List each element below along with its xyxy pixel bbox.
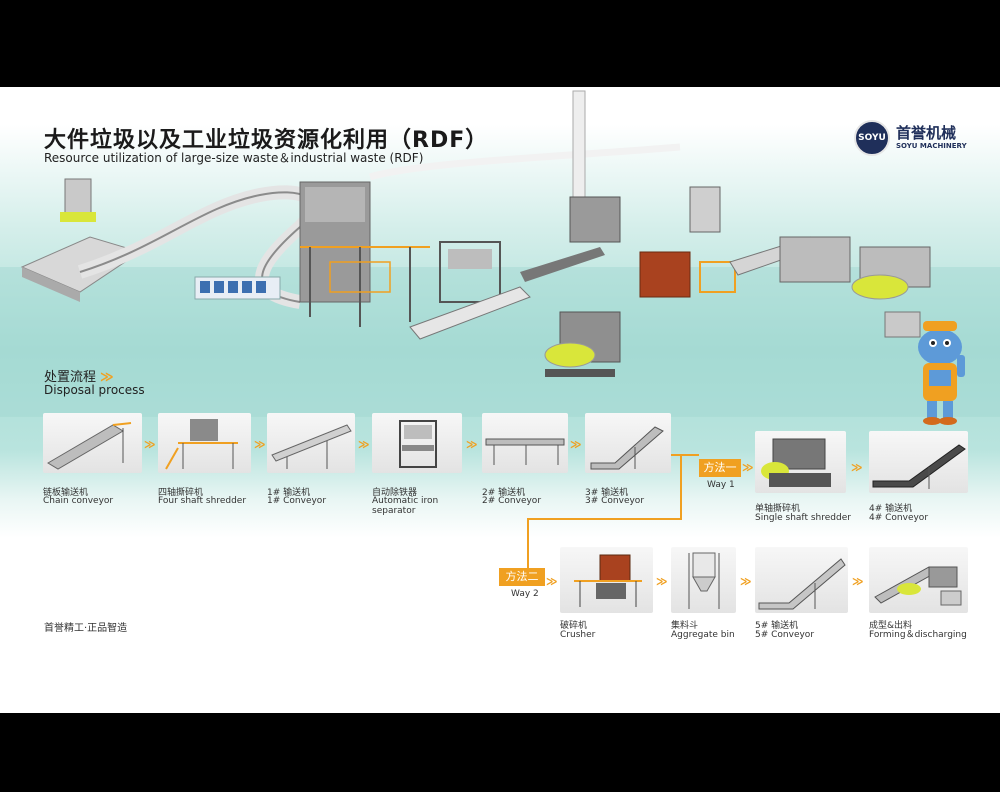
four-shaft-shredder-thumb: [158, 413, 251, 473]
step-label-cn: 单轴撕碎机: [755, 504, 801, 514]
step-label-en: Forming＆discharging: [869, 630, 967, 640]
chevron-right-icon: ≫: [656, 575, 667, 588]
poster: 大件垃圾以及工业垃圾资源化利用（RDF） Resource utilizatio…: [0, 87, 1000, 713]
step-label-en: Four shaft shredder: [158, 496, 247, 506]
brand-logo: SOYU 首誉机械 SOYU MACHINERY: [854, 120, 974, 156]
chevron-right-icon: ≫: [742, 461, 753, 474]
step-label-cn: 自动除铁器: [372, 488, 418, 498]
chevron-right-icon: ≫: [852, 575, 863, 588]
chain-conveyor-thumb: [43, 413, 142, 473]
conveyor-2-thumb: [482, 413, 568, 473]
crusher-thumb: [560, 547, 653, 613]
chevron-right-icon: ≫: [851, 461, 862, 474]
logo-mark: SOYU: [854, 120, 890, 156]
step-label-cn: 5# 输送机: [755, 621, 799, 631]
step-label-en: 4# Conveyor: [869, 513, 929, 523]
step-label-en: 2# Conveyor: [482, 496, 542, 506]
connector-way1: [671, 454, 699, 456]
step-label-en: 5# Conveyor: [755, 630, 815, 640]
chevron-right-icon: ≫: [358, 438, 369, 451]
right-tower: [569, 186, 736, 298]
conveyor-1-thumb: [267, 413, 355, 473]
chevron-right-icon: ≫: [546, 575, 557, 588]
step-label-cn: 2# 输送机: [482, 488, 526, 498]
chevron-right-icon: ≫: [570, 438, 581, 451]
conveyor-4-thumb: [869, 431, 968, 493]
step-label-cn: 破碎机: [560, 621, 588, 631]
mascot-hippo: [918, 321, 965, 425]
section-arrow-icon: ≫: [100, 370, 114, 385]
connector-way2: [527, 518, 682, 520]
step-label-cn: 成型&出料: [869, 621, 913, 631]
forming-discharging-thumb: [869, 547, 968, 613]
connector-way2-down: [527, 518, 529, 568]
right-shredders: [779, 236, 931, 338]
step-label-en: Single shaft shredder: [755, 513, 851, 523]
step-label-cn: 集料斗: [671, 621, 699, 631]
plant-illustration: [0, 90, 1000, 417]
step-label-cn: 4# 输送机: [869, 504, 913, 514]
iron-separator-frame: [439, 241, 501, 303]
step-label-cn: 四轴撕碎机: [158, 488, 204, 498]
step-label-en: Automatic iron separator: [372, 496, 439, 516]
way2-badge: 方法二: [499, 568, 545, 586]
step-label-cn: 1# 输送机: [267, 488, 311, 498]
chevron-right-icon: ≫: [254, 438, 265, 451]
page-subtitle: Resource utilization of large-size waste…: [44, 151, 424, 165]
section-subheading: Disposal process: [44, 383, 145, 397]
way2-label-en: Way 2: [511, 589, 539, 599]
single-shaft-shredder-thumb: [755, 431, 846, 493]
section-heading-text: 处置流程: [44, 370, 97, 385]
center-crusher: [544, 311, 621, 377]
control-cabinets: [194, 276, 281, 300]
way1-label-en: Way 1: [707, 480, 735, 490]
step-label-en: Crusher: [560, 630, 596, 640]
conveyor-5-thumb: [755, 547, 848, 613]
aggregate-bin-thumb: [671, 547, 736, 613]
shredder-tower: [299, 181, 430, 327]
iron-separator-thumb: [372, 413, 462, 473]
step-label-en: Aggregate bin: [671, 630, 735, 640]
connector-vertical: [680, 454, 682, 518]
slogan: 首誉精工·正品智造: [44, 623, 128, 634]
step-label-cn: 链板输送机: [43, 488, 89, 498]
page-title: 大件垃圾以及工业垃圾资源化利用（RDF）: [44, 128, 489, 153]
way1-badge: 方法一: [699, 459, 741, 477]
section-heading: 处置流程≫: [44, 366, 114, 385]
chevron-right-icon: ≫: [144, 438, 155, 451]
step-label-cn: 3# 输送机: [585, 488, 629, 498]
logo-text-en: SOYU MACHINERY: [896, 142, 967, 150]
step-label-en: 1# Conveyor: [267, 496, 327, 506]
step-label-en: 3# Conveyor: [585, 496, 645, 506]
conveyor-3-thumb: [585, 413, 671, 473]
chevron-right-icon: ≫: [740, 575, 751, 588]
step-label-en: Chain conveyor: [43, 496, 114, 506]
logo-text-cn: 首誉机械: [896, 124, 957, 142]
chevron-right-icon: ≫: [466, 438, 477, 451]
